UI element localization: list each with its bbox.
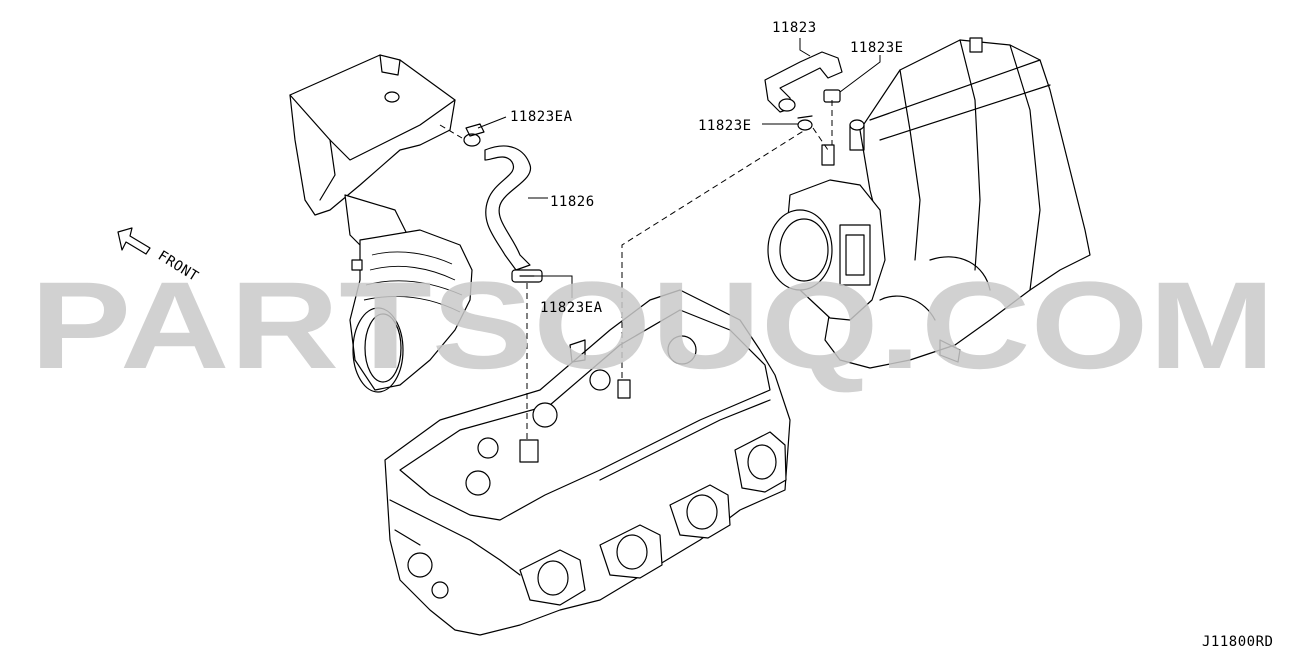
leader-lines bbox=[477, 38, 881, 298]
watermark-text: PARTSOUQ.COM bbox=[30, 257, 1275, 395]
clamp-11823e-left[interactable] bbox=[797, 115, 813, 131]
callout-11826[interactable]: 11826 bbox=[550, 194, 595, 210]
front-arrow-icon bbox=[117, 227, 151, 255]
cylinder-head[interactable] bbox=[384, 289, 791, 636]
clamp-11823ea-top[interactable] bbox=[463, 123, 485, 147]
throttle-body[interactable] bbox=[767, 144, 886, 321]
hose-11823[interactable] bbox=[764, 51, 843, 113]
callout-11823e-left[interactable]: 11823E bbox=[698, 118, 752, 134]
callout-11823ea-top[interactable]: 11823EA bbox=[510, 109, 573, 125]
callout-11823e-top[interactable]: 11823E bbox=[850, 40, 904, 56]
connection-lines bbox=[439, 100, 833, 440]
air-duct-assembly[interactable] bbox=[289, 54, 473, 393]
hose-11826[interactable] bbox=[484, 145, 531, 271]
callout-11823[interactable]: 11823 bbox=[772, 20, 817, 36]
drawing-code: J11800RD bbox=[1202, 634, 1273, 650]
callout-11823ea-bottom[interactable]: 11823EA bbox=[540, 300, 603, 316]
